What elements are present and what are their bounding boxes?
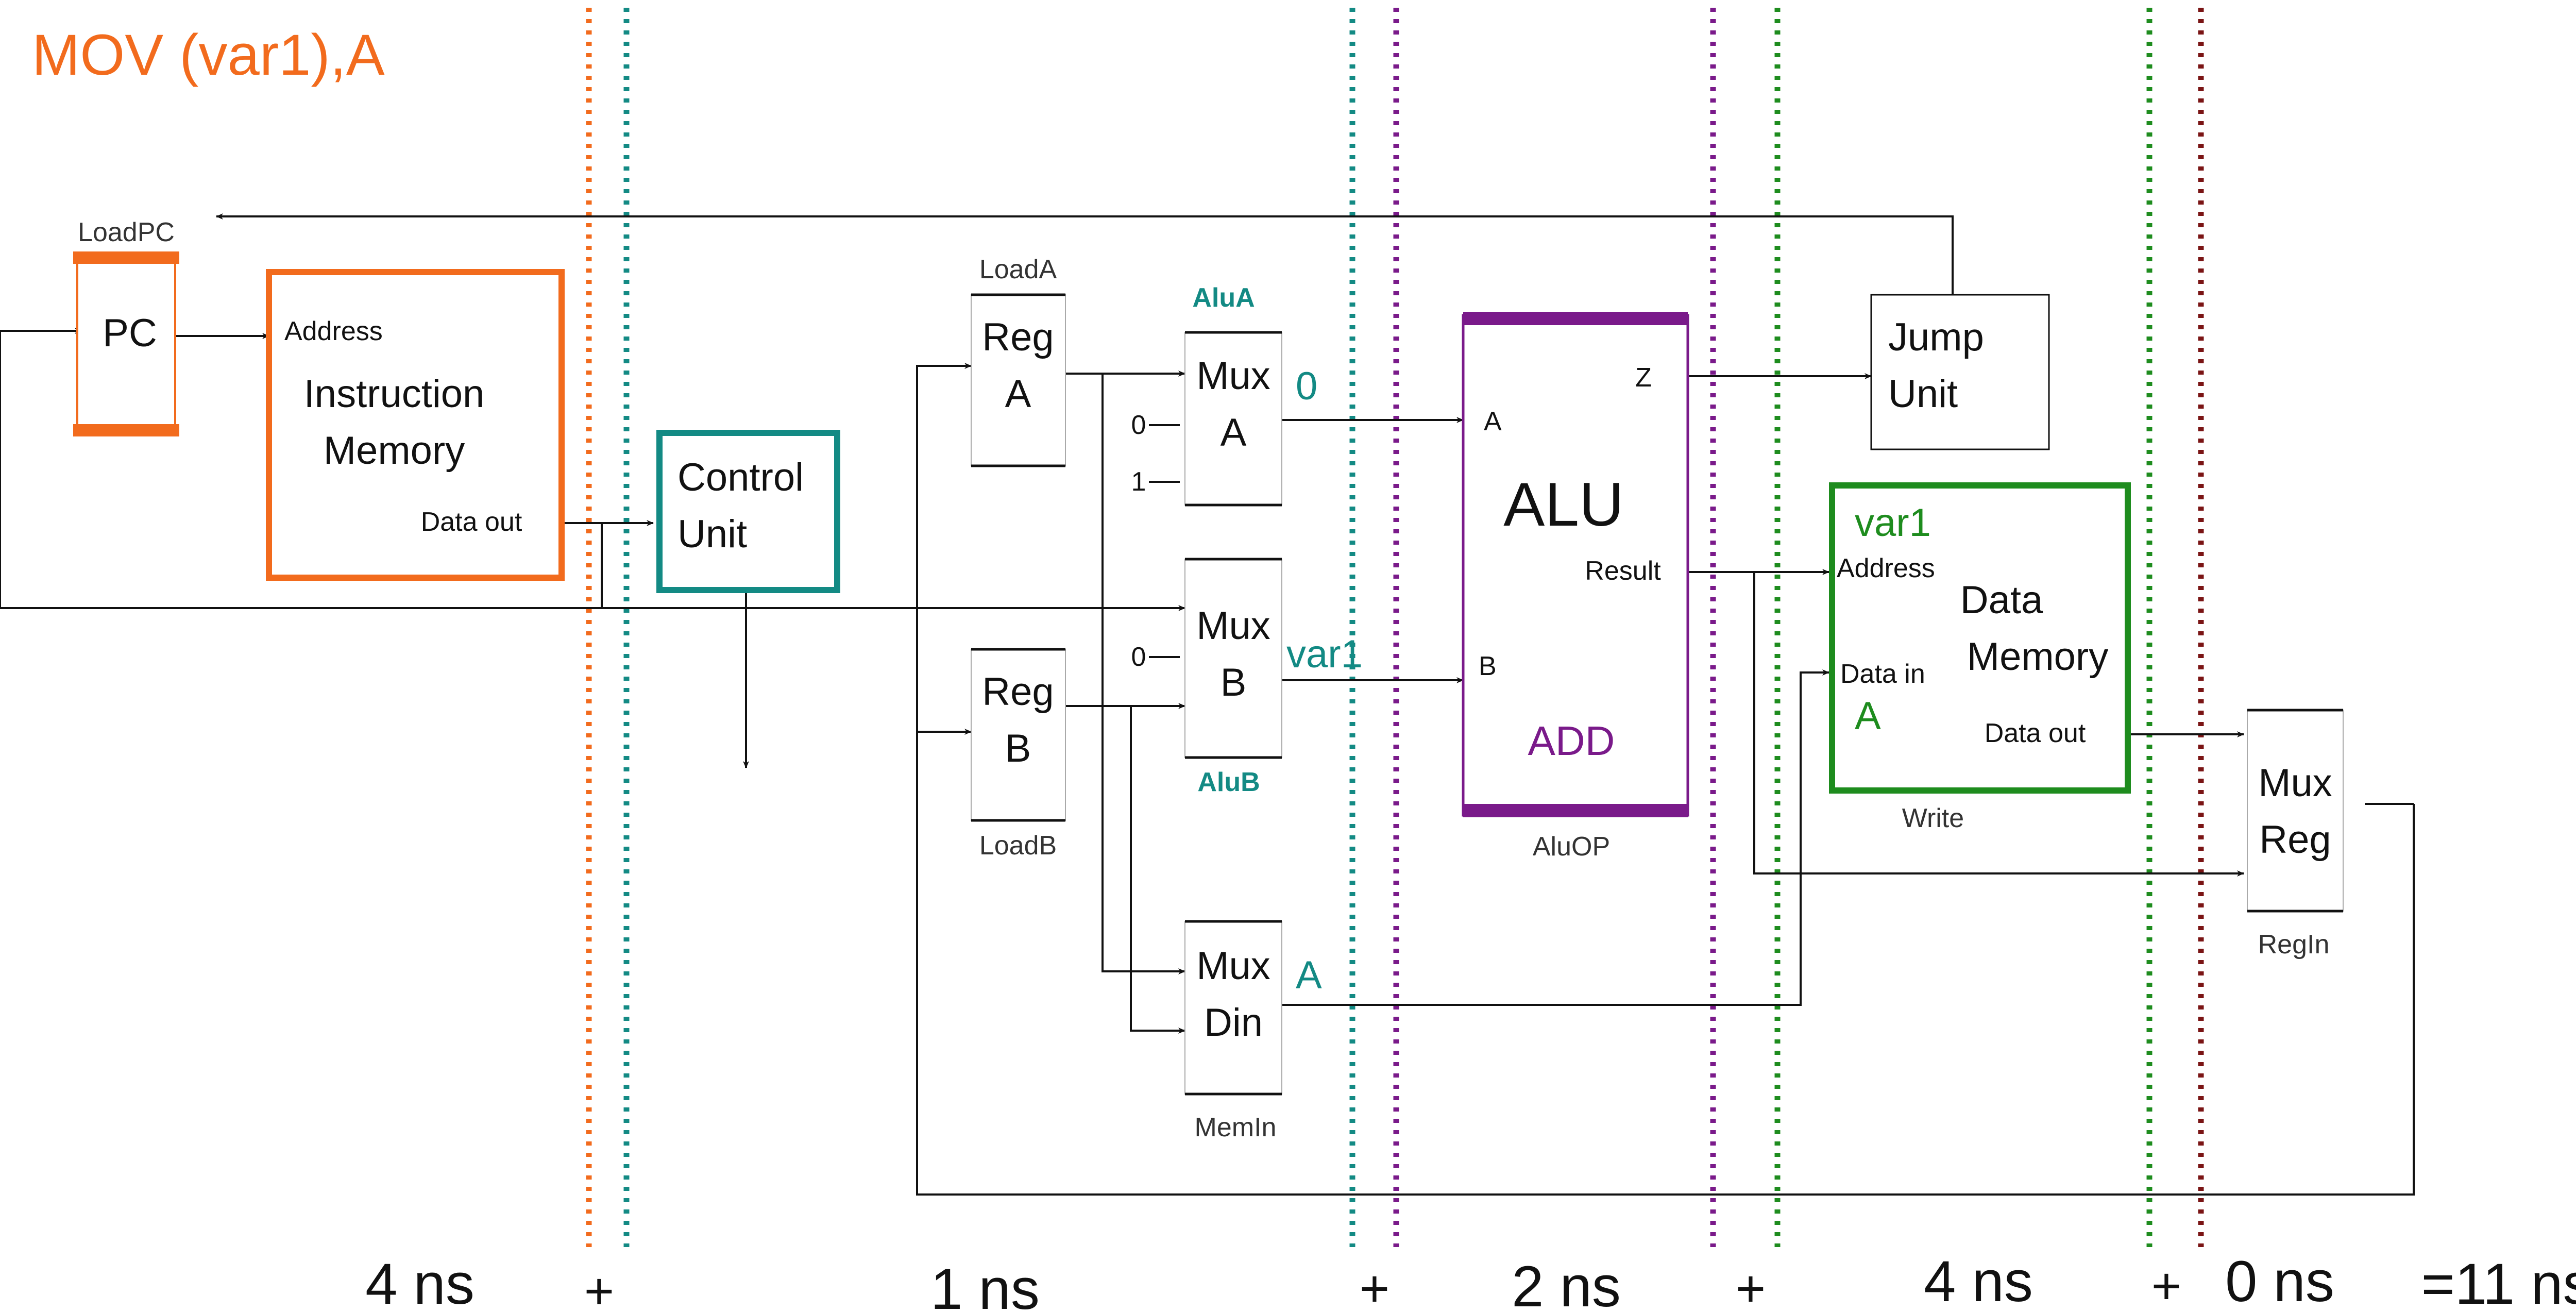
mux-a-line2: A xyxy=(1221,411,1247,455)
im-address-port: Address xyxy=(284,316,383,346)
time-stage-4: 4 ns xyxy=(1924,1249,2033,1312)
im-dataout-port: Data out xyxy=(421,507,522,537)
timing-row: 4 ns + 1 ns + 2 ns + 4 ns + 0 ns =11 ns xyxy=(365,1249,2576,1312)
dm-data-value: A xyxy=(1855,694,1881,738)
reg-b: Reg B LoadB xyxy=(971,648,1066,861)
dm-address-port: Address xyxy=(1837,553,1935,583)
alu-port-b: B xyxy=(1479,651,1497,681)
reg-b-line2: B xyxy=(1005,727,1031,770)
data-memory: var1 Address Data Memory Data in A Data … xyxy=(1829,482,2131,833)
time-stage-1: 4 ns xyxy=(365,1252,474,1312)
alub-label: AluB xyxy=(1197,767,1260,797)
im-title-line2: Memory xyxy=(324,429,465,473)
im-title-line1: Instruction xyxy=(304,372,485,416)
alua-label: AluA xyxy=(1192,283,1255,313)
dm-dataout-port: Data out xyxy=(1985,718,2086,748)
alu-label: ALU xyxy=(1503,470,1623,539)
time-stage-2: 1 ns xyxy=(930,1257,1040,1312)
reg-b-line1: Reg xyxy=(982,670,1054,714)
alu-port-a: A xyxy=(1484,407,1502,436)
memin-label: MemIn xyxy=(1195,1113,1277,1142)
mux-din: Mux Din MemIn A xyxy=(1184,920,1322,1142)
mux-a-in1: 1 xyxy=(1131,467,1146,497)
jump-unit-line2: Unit xyxy=(1888,372,1958,416)
aluop-label: AluOP xyxy=(1533,832,1610,862)
mux-a: Mux A AluA 0 1 0 xyxy=(1131,283,1317,507)
plus-2: + xyxy=(1360,1260,1389,1312)
mux-b-line2: B xyxy=(1221,661,1247,704)
mux-b-in0: 0 xyxy=(1131,642,1146,672)
stage-separators xyxy=(586,8,2204,1247)
cu-title-line2: Unit xyxy=(677,512,747,556)
dm-datain-port: Data in xyxy=(1840,659,1925,689)
mux-b: Mux B AluB 0 var1 xyxy=(1131,558,1363,797)
reg-a: Reg A LoadA xyxy=(971,255,1066,467)
time-stage-5: 0 ns xyxy=(2225,1249,2334,1312)
plus-4: + xyxy=(2151,1257,2181,1312)
mux-a-value: 0 xyxy=(1296,364,1317,408)
loada-label: LoadA xyxy=(979,255,1057,284)
loadpc-label: LoadPC xyxy=(78,217,175,247)
jump-unit-line1: Jump xyxy=(1888,315,1984,359)
mux-a-line1: Mux xyxy=(1196,354,1270,398)
dm-title-line2: Memory xyxy=(1967,635,2108,679)
pc-register: PC LoadPC xyxy=(73,217,179,436)
wires xyxy=(0,213,2415,1196)
instruction-title: MOV (var1),A xyxy=(32,23,385,87)
alu-op: ADD xyxy=(1528,718,1615,764)
cu-title-line1: Control xyxy=(677,456,804,499)
instruction-memory: Address Instruction Memory Data out xyxy=(266,269,565,581)
jump-unit: Jump Unit xyxy=(1870,294,2050,450)
mux-reg: Mux Reg RegIn xyxy=(2247,709,2344,960)
write-label: Write xyxy=(1902,803,1964,833)
loadb-label: LoadB xyxy=(979,831,1057,861)
plus-1: + xyxy=(584,1263,614,1312)
mux-din-line2: Din xyxy=(1204,1001,1263,1045)
mux-din-value: A xyxy=(1296,953,1322,997)
mux-b-value: var1 xyxy=(1286,632,1363,676)
alu: ALU A B Z Result ADD AluOP xyxy=(1462,312,1689,862)
alu-port-result: Result xyxy=(1585,556,1661,586)
dm-addr-value: var1 xyxy=(1855,501,1931,545)
mux-b-line1: Mux xyxy=(1196,604,1270,648)
control-unit: Control Unit xyxy=(656,430,840,593)
alu-port-z: Z xyxy=(1635,363,1652,393)
total-time: =11 ns xyxy=(2421,1252,2576,1312)
time-stage-3: 2 ns xyxy=(1512,1254,1621,1312)
mux-reg-line2: Reg xyxy=(2259,818,2331,862)
pc-label: PC xyxy=(103,311,157,355)
reg-a-line2: A xyxy=(1005,372,1031,416)
plus-3: + xyxy=(1736,1260,1766,1312)
mux-a-in0: 0 xyxy=(1131,410,1146,440)
mux-din-line1: Mux xyxy=(1196,944,1270,988)
dm-title-line1: Data xyxy=(1960,578,2043,622)
mux-reg-line1: Mux xyxy=(2258,761,2332,805)
regin-label: RegIn xyxy=(2258,930,2330,960)
reg-a-line1: Reg xyxy=(982,315,1054,359)
